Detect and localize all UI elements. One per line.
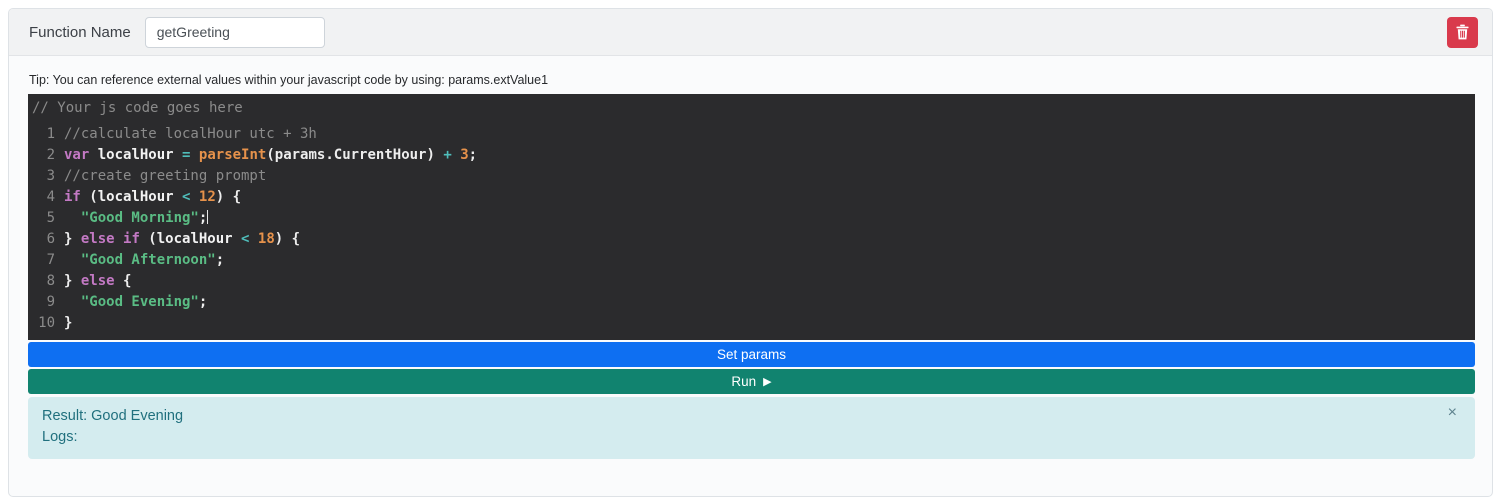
token-plain bbox=[64, 210, 81, 226]
card-header: Function Name bbox=[9, 9, 1492, 56]
token-plain bbox=[64, 252, 81, 268]
token-ident: localHour bbox=[97, 189, 174, 205]
delete-function-button[interactable] bbox=[1447, 16, 1478, 48]
close-result-button[interactable]: × bbox=[1448, 405, 1457, 421]
code-line-7: 7 "Good Afternoon"; bbox=[28, 250, 1475, 271]
token-op: = bbox=[182, 147, 191, 163]
token-keyword: if bbox=[64, 189, 81, 205]
code-line-1: 1 //calculate localHour utc + 3h bbox=[28, 124, 1475, 145]
token-ident: localHour bbox=[97, 147, 174, 163]
play-icon: ▶ bbox=[763, 376, 772, 388]
token-plain bbox=[190, 147, 198, 163]
token-plain: } bbox=[64, 273, 81, 289]
line-number: 9 bbox=[46, 294, 55, 310]
editor-placeholder-comment: // Your js code goes here bbox=[32, 100, 243, 116]
code-line-3: 3 //create greeting prompt bbox=[28, 166, 1475, 187]
code-line-6: 6} else if (localHour < 18) { bbox=[28, 229, 1475, 250]
token-plain: ; bbox=[198, 294, 208, 310]
function-editor-card: Function Name Tip: You can reference ext… bbox=[8, 8, 1493, 497]
token-op: < bbox=[182, 189, 191, 205]
result-panel: Result: Good Evening Logs: × bbox=[28, 397, 1475, 459]
token-plain: } bbox=[64, 231, 81, 247]
token-comment: //create greeting prompt bbox=[64, 168, 267, 184]
token-op: < bbox=[241, 231, 250, 247]
line-number: 6 bbox=[46, 231, 55, 247]
token-plain: (params.CurrentHour) bbox=[266, 147, 444, 163]
token-keyword: else bbox=[80, 231, 115, 247]
set-params-button[interactable]: Set params bbox=[28, 342, 1475, 367]
line-number: 4 bbox=[46, 189, 55, 205]
token-plain: ; bbox=[215, 252, 225, 268]
logs-line: Logs: bbox=[42, 429, 78, 445]
token-plain: { bbox=[114, 273, 132, 289]
token-op: + bbox=[443, 147, 452, 163]
line-number: 7 bbox=[46, 252, 55, 268]
line-number: 8 bbox=[46, 273, 55, 289]
token-plain bbox=[174, 147, 182, 163]
code-line-4: 4 if (localHour < 12) { bbox=[28, 187, 1475, 208]
token-keyword: if bbox=[123, 231, 140, 247]
token-plain: ( bbox=[139, 231, 157, 247]
code-line-10: 10} bbox=[28, 313, 1475, 334]
token-keyword: else bbox=[80, 273, 115, 289]
token-plain: ) { bbox=[215, 189, 242, 205]
token-plain bbox=[233, 231, 241, 247]
token-string: "Good Evening" bbox=[80, 294, 199, 310]
code-line-9: 9 "Good Evening"; bbox=[28, 292, 1475, 313]
token-plain: ; bbox=[468, 147, 478, 163]
function-name-input[interactable] bbox=[144, 16, 325, 48]
token-plain bbox=[249, 231, 257, 247]
token-plain: ) { bbox=[274, 231, 301, 247]
run-label: Run bbox=[731, 374, 757, 389]
run-button[interactable]: Run ▶ bbox=[28, 369, 1475, 394]
editor-code-lines: 1 //calculate localHour utc + 3h 2 var loca… bbox=[28, 124, 1475, 334]
token-num: 3 bbox=[460, 147, 469, 163]
tip-text: Tip: You can reference external values w… bbox=[29, 73, 549, 87]
trash-icon bbox=[1455, 24, 1470, 40]
token-plain bbox=[190, 189, 198, 205]
card-body: Tip: You can reference external values w… bbox=[9, 56, 1492, 459]
set-params-label: Set params bbox=[716, 347, 787, 362]
token-plain: ( bbox=[80, 189, 98, 205]
token-num: 18 bbox=[257, 231, 275, 247]
close-icon: × bbox=[1447, 404, 1457, 421]
line-number: 5 bbox=[46, 210, 55, 226]
token-comment: //calculate localHour utc + 3h bbox=[64, 126, 317, 142]
code-line-5: 5 "Good Morning"; bbox=[28, 208, 1475, 229]
token-string: "Good Morning" bbox=[80, 210, 199, 226]
token-plain bbox=[115, 231, 123, 247]
token-num: 12 bbox=[198, 189, 216, 205]
text-caret bbox=[207, 210, 209, 224]
code-editor[interactable]: // Your js code goes here 1 //calculate l… bbox=[28, 94, 1475, 340]
line-number: 3 bbox=[46, 168, 55, 184]
line-number: 10 bbox=[38, 315, 55, 331]
function-name-label: Function Name bbox=[29, 23, 131, 41]
line-number: 1 bbox=[46, 126, 55, 142]
line-number: 2 bbox=[46, 147, 55, 163]
token-plain bbox=[174, 189, 182, 205]
token-string: "Good Afternoon" bbox=[80, 252, 216, 268]
token-plain: } bbox=[64, 315, 73, 331]
token-ident: localHour bbox=[156, 231, 233, 247]
token-func: parseInt bbox=[198, 147, 267, 163]
code-line-2: 2 var localHour = parseInt(params.Current… bbox=[28, 145, 1475, 166]
token-keyword: var bbox=[64, 147, 90, 163]
token-plain bbox=[89, 147, 97, 163]
token-plain bbox=[452, 147, 460, 163]
token-plain bbox=[64, 294, 81, 310]
code-line-8: 8} else { bbox=[28, 271, 1475, 292]
result-line: Result: Good Evening bbox=[42, 408, 184, 424]
token-plain: ; bbox=[198, 210, 208, 226]
